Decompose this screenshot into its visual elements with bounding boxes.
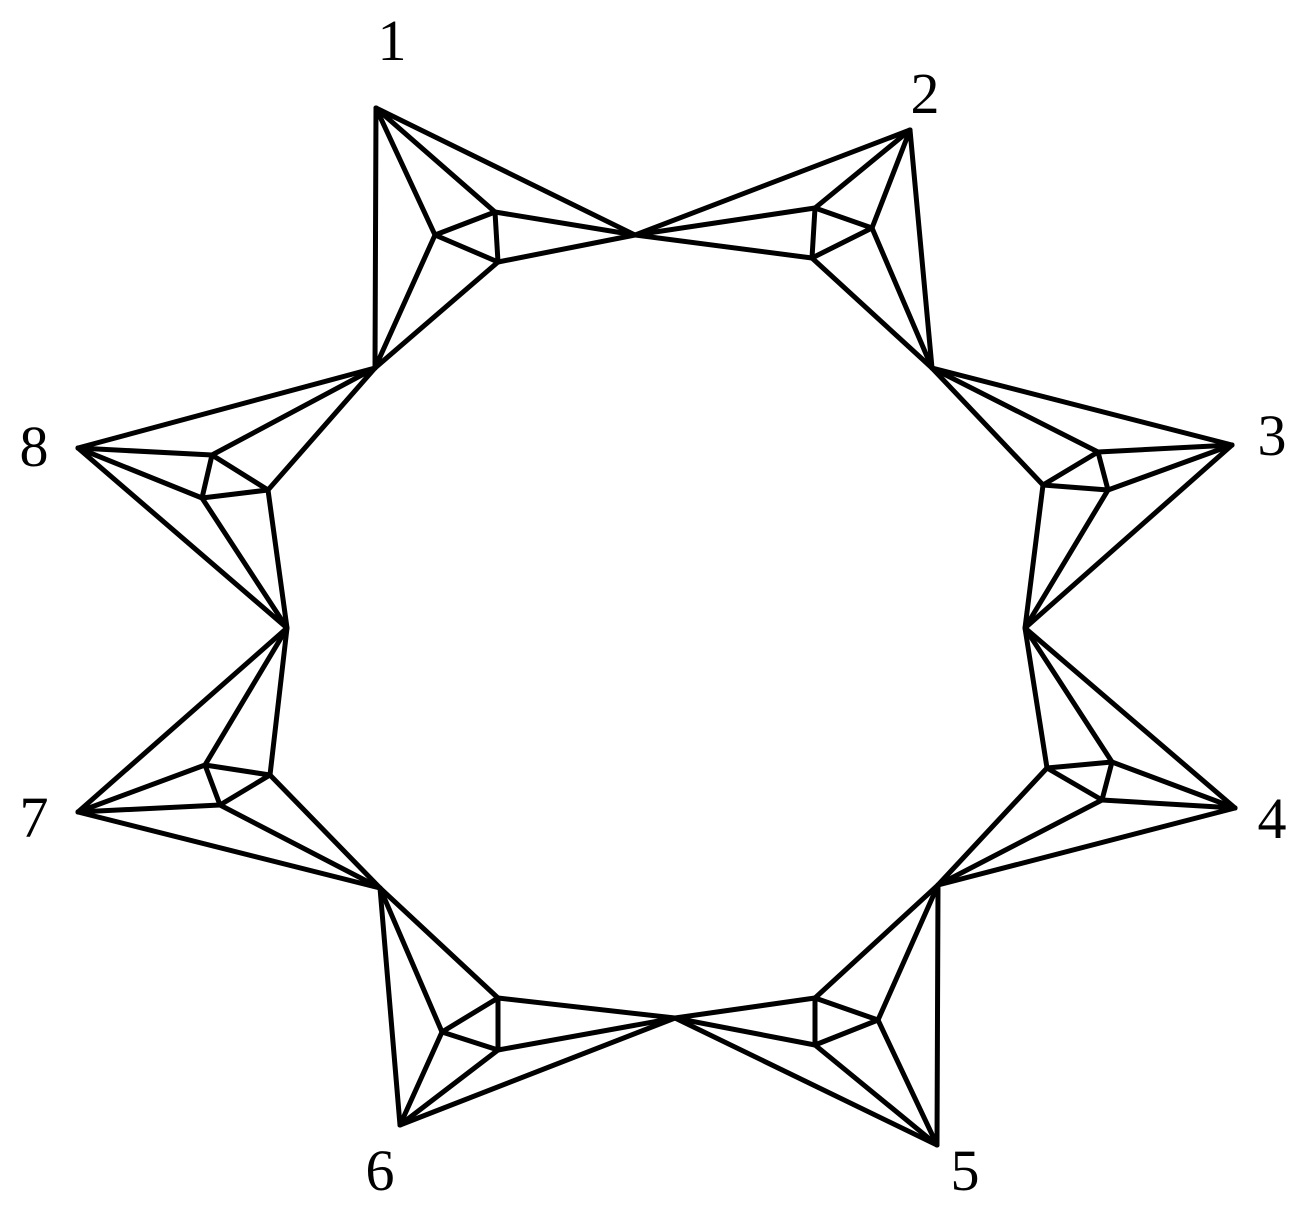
graph-edge (809, 205, 818, 261)
graph-edge (1022, 625, 1238, 811)
graph-edges (75, 105, 1238, 1148)
graph-edge (812, 127, 913, 211)
graph-edge (1022, 482, 1046, 631)
vertex-label-2: 2 (911, 61, 940, 126)
graph-edge (935, 805, 1238, 888)
graph-edge (929, 365, 1046, 488)
graph-edge (1095, 449, 1111, 493)
graph-edge (492, 209, 501, 265)
graph-edge (265, 487, 290, 631)
graph-edge (75, 809, 383, 891)
graph-edge (812, 1017, 881, 1048)
graph-edge (1105, 442, 1235, 493)
graph-edge (75, 445, 290, 631)
graph-edge (377, 885, 445, 1035)
graph-edge (1040, 482, 1111, 493)
graph-edge (199, 452, 215, 501)
graph-edge (199, 495, 290, 631)
graph-edge (439, 995, 501, 1035)
graph-edge (75, 445, 205, 501)
graph-edge (632, 232, 815, 261)
graph-edge (907, 127, 935, 371)
graph-edge (202, 762, 223, 808)
graph-edge (199, 487, 271, 501)
graph-edge (632, 127, 913, 238)
graph-edge (432, 232, 501, 265)
graph-edge (209, 365, 378, 458)
vertex-label-7: 7 (20, 785, 49, 850)
vertex-label-3: 3 (1258, 403, 1287, 468)
graph-edge (495, 995, 678, 1021)
vertex-label-8: 8 (20, 414, 49, 479)
graph-edge (812, 205, 875, 231)
graph-edge (377, 885, 403, 1128)
graph-edge (1099, 759, 1115, 803)
vertex-label-1: 1 (378, 8, 407, 73)
graph-edge (372, 232, 438, 371)
graph-edge (672, 995, 818, 1021)
graph-edge (869, 225, 935, 371)
graph-edge (929, 365, 1101, 455)
graph-edge (929, 365, 1235, 448)
graph-edge (373, 105, 638, 238)
graph-edge (1022, 625, 1115, 765)
graph-edge (75, 625, 290, 815)
graph-edge (1109, 759, 1238, 811)
graph-edge (265, 365, 378, 493)
graph-edge (397, 1029, 445, 1128)
graph-edge (372, 259, 501, 371)
graph-edge (809, 225, 875, 261)
graph-edge (217, 802, 383, 891)
graph-edge (75, 762, 208, 815)
graph-edge (492, 209, 638, 238)
vertex-label-4: 4 (1258, 786, 1287, 851)
graph-edge (1022, 487, 1111, 631)
graph-edge (875, 1017, 940, 1148)
vertex-label-6: 6 (366, 1138, 395, 1203)
graph-edge (812, 995, 881, 1023)
graph-edge (372, 105, 379, 371)
graph-edge (934, 882, 941, 1148)
graph-edge (202, 762, 273, 778)
graph-edge (397, 1015, 678, 1128)
graph-edge (495, 1015, 678, 1053)
graph-edge (935, 797, 1105, 888)
graph-edge (809, 255, 935, 371)
graph-edge (75, 445, 215, 458)
graph-edge (373, 105, 498, 215)
graph-edge (875, 882, 941, 1023)
graph-edge (812, 1042, 940, 1148)
graph-edge (75, 365, 378, 451)
graph-edge (1040, 449, 1101, 488)
graph-edge (812, 882, 941, 1001)
graph-edge (495, 232, 638, 265)
graph-edge (439, 1029, 501, 1053)
vertex-label-5: 5 (951, 1138, 980, 1203)
graph-edge (267, 772, 383, 891)
graph-edge (432, 209, 498, 238)
graph-edge (217, 772, 273, 808)
graph-edge (202, 625, 290, 768)
graph-edge (377, 885, 501, 1001)
graph-edge (1022, 442, 1235, 631)
graph-edge (672, 1015, 940, 1148)
graph-edge (1044, 759, 1115, 771)
graph-edge (397, 1047, 501, 1128)
graph-edge (1022, 625, 1050, 771)
vertex-labels: 1 2 3 4 5 6 7 8 (20, 8, 1287, 1203)
graph-edge (1095, 442, 1235, 455)
graph-edge (1044, 765, 1105, 803)
graph-edge (75, 802, 223, 815)
graph-edge (672, 1015, 818, 1048)
graph-edge (1099, 797, 1238, 811)
graph-edge (209, 452, 271, 493)
graph-edge (632, 205, 818, 238)
graph-edge (935, 765, 1050, 888)
graph-edge (869, 127, 913, 231)
graph-edge (267, 625, 290, 778)
graph-edge (373, 105, 438, 238)
